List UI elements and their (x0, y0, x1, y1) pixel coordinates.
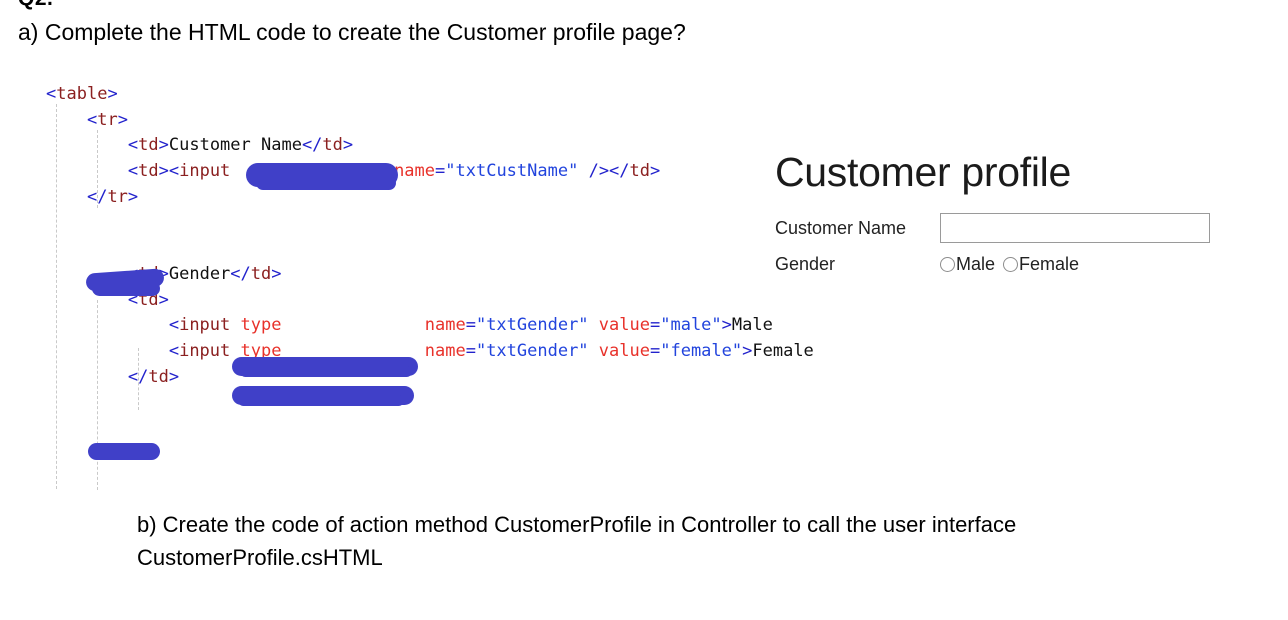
code-line: <table> (46, 84, 118, 104)
preview-label-customer-name: Customer Name (775, 217, 907, 238)
gender-option-female-label: Female (1019, 253, 1080, 274)
code-line (46, 390, 814, 416)
preview-row-gender: Gender Male Female (775, 246, 1210, 282)
question-number: Q2. (18, 0, 53, 11)
code-line (46, 236, 814, 262)
radio-icon-male[interactable] (940, 256, 955, 272)
code-line: </td> (127, 366, 180, 387)
preview-label-gender: Gender (775, 253, 836, 274)
redaction-mark-tr-close (88, 443, 160, 460)
code-line: </tr> (86, 186, 139, 207)
redaction-mark-input-type-female-b (238, 395, 404, 406)
redaction-mark-tr-open-b (92, 281, 160, 296)
redaction-mark-input-type-male-b (240, 366, 412, 377)
indent-guide-2 (97, 130, 98, 208)
code-line: <input type name="txtGender" value="male… (168, 315, 773, 336)
rendered-form-preview: Customer profile Customer Name Gender Ma… (775, 148, 1210, 282)
gender-option-male[interactable]: Male (940, 254, 995, 275)
code-line: <td><input name="txtCustName" /></td> (127, 161, 661, 182)
gender-option-male-label: Male (956, 253, 996, 274)
indent-guide-4 (138, 348, 139, 410)
code-line (46, 210, 814, 236)
redaction-mark-input-type-1b (256, 176, 396, 190)
code-line: <input type name="txtGender" value="fema… (168, 340, 814, 361)
indent-guide-1 (56, 104, 57, 489)
indent-guide-3 (97, 300, 98, 490)
radio-icon-female[interactable] (1003, 256, 1019, 272)
html-code-block: <table> <tr> <td>Customer Name</td> <td>… (46, 82, 814, 416)
gender-radio-group: Male Female (940, 254, 1087, 275)
customer-name-input[interactable] (940, 213, 1210, 243)
question-part-b: b) Create the code of action method Cust… (137, 512, 1017, 570)
gender-option-female[interactable]: Female (1003, 254, 1079, 275)
code-line: <td> (127, 289, 169, 310)
question-part-a: a) Complete the HTML code to create the … (18, 19, 686, 45)
preview-title: Customer profile (775, 149, 1071, 195)
code-line: <td>Customer Name</td> (127, 135, 354, 156)
preview-row-customer-name: Customer Name (775, 210, 1210, 246)
code-line: <tr> (86, 109, 128, 130)
